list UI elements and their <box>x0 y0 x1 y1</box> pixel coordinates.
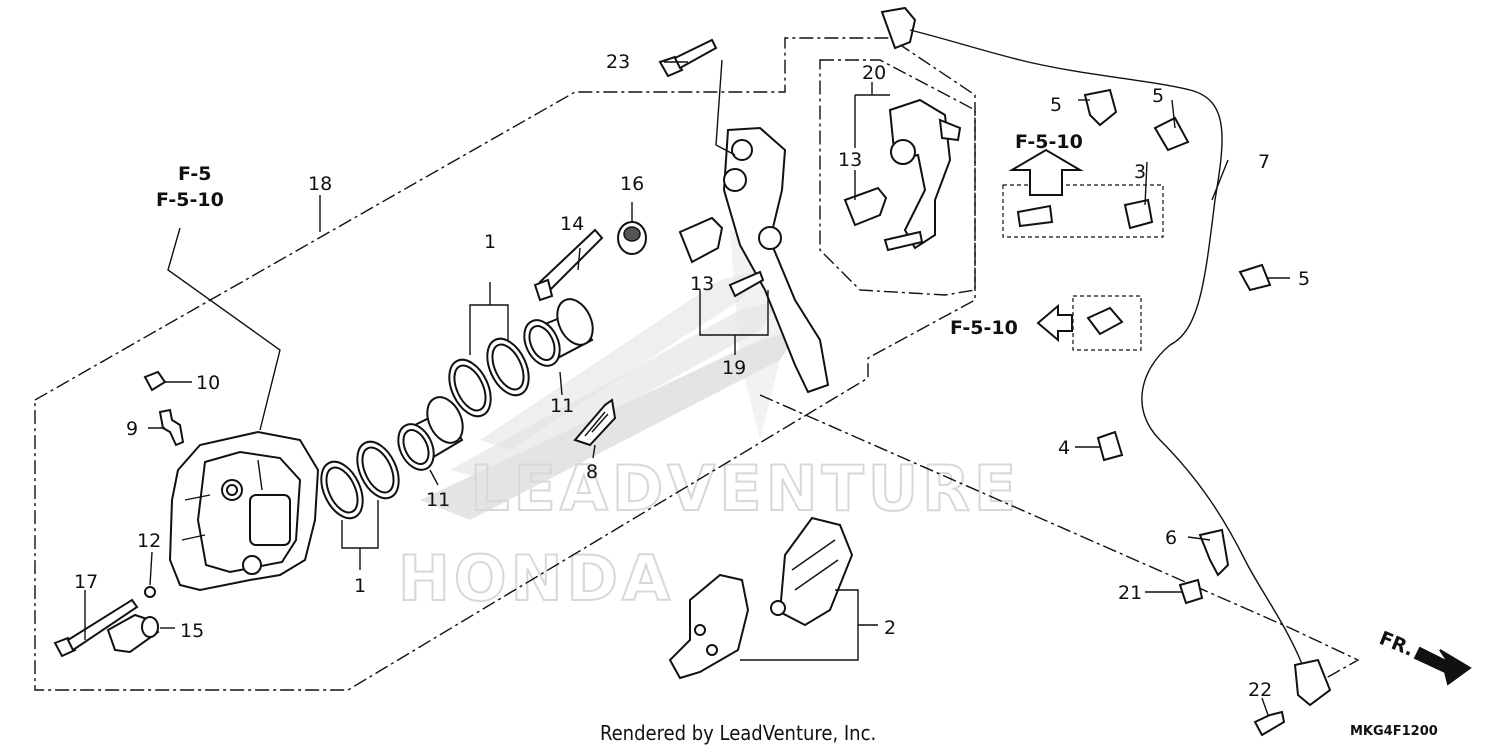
callout-5-left: 5 <box>1050 94 1062 116</box>
speed-sensor-wire <box>880 6 1332 707</box>
brake-pad-front <box>770 516 854 627</box>
mounting-bolt <box>658 38 718 78</box>
bracket-pad-retainer-clip <box>843 186 888 227</box>
inset-bolt-icon <box>1016 204 1054 228</box>
bracket-assembly-boundary <box>819 59 976 296</box>
piston-seal-rings-lower <box>320 440 400 520</box>
up-arrow-icon <box>1008 148 1084 196</box>
callout-21: 21 <box>1118 582 1142 604</box>
callout-19: 19 <box>722 357 746 379</box>
callout-numbers: 1 1 2 3 4 5 5 5 6 7 8 9 10 11 11 12 13 1… <box>74 51 1310 701</box>
callout-2: 2 <box>884 617 896 639</box>
callout-6: 6 <box>1165 527 1177 549</box>
callout-11-upper: 11 <box>550 395 574 417</box>
pin-plug <box>106 613 160 654</box>
callout-9: 9 <box>126 418 138 440</box>
callout-17: 17 <box>74 571 98 593</box>
sensor-bolt <box>1253 710 1286 737</box>
callout-15: 15 <box>180 620 204 642</box>
callout-5-right: 5 <box>1152 85 1164 107</box>
wire-clip-upper <box>1083 88 1118 127</box>
callout-13-right: 13 <box>838 149 862 171</box>
leader-lines <box>84 59 1290 716</box>
callout-16: 16 <box>620 173 644 195</box>
left-arrow-icon <box>1036 303 1073 343</box>
caliper-bracket-subassembly <box>883 98 962 252</box>
reference-label-f5-10-left: F-5-10 <box>156 189 224 211</box>
caliper-bracket <box>722 126 830 394</box>
callout-14: 14 <box>560 213 584 235</box>
callout-22: 22 <box>1248 679 1272 701</box>
brake-pad-rear <box>668 573 750 680</box>
callout-10: 10 <box>196 372 220 394</box>
diagram-code: MKG4F1200 <box>1350 724 1438 739</box>
stay-bolt <box>1178 578 1204 605</box>
pad-retainer-clip <box>678 216 724 264</box>
wire-stay <box>1198 528 1230 577</box>
sealing-washer <box>144 586 156 598</box>
caliper-body <box>168 430 320 592</box>
callout-3: 3 <box>1134 161 1146 183</box>
wire-clip-right <box>1153 116 1190 152</box>
callout-8: 8 <box>586 461 598 483</box>
inset-clip-icon <box>1086 306 1124 336</box>
pad-spring <box>573 398 617 447</box>
callout-7: 7 <box>1258 151 1270 173</box>
bleeder-screw <box>158 408 185 447</box>
reference-label-f5-10-top: F-5-10 <box>1015 131 1083 153</box>
reference-inset-upper <box>1002 184 1164 238</box>
callout-4: 4 <box>1058 437 1070 459</box>
callout-23: 23 <box>606 51 630 73</box>
slide-pin <box>533 228 604 302</box>
reference-label-f5: F-5 <box>178 163 212 185</box>
bleeder-cap <box>143 370 167 392</box>
pin-boot <box>617 221 647 255</box>
watermark-brand-text: HONDA <box>398 542 674 615</box>
caliper-piston-upper <box>523 298 594 367</box>
footer-credit: Rendered by LeadVenture, Inc. <box>600 721 876 745</box>
watermark: LEADVENTURE HONDA <box>397 230 1020 616</box>
wire-guide <box>1123 198 1154 230</box>
reference-label-f5-10-mid: F-5-10 <box>950 317 1018 339</box>
watermark-site-text: LEADVENTURE <box>470 452 1020 525</box>
grommet <box>1096 430 1124 462</box>
caliper-piston-lower <box>397 396 464 471</box>
callout-20: 20 <box>862 62 886 84</box>
callout-5-lower: 5 <box>1298 268 1310 290</box>
wire-clip-lower <box>1238 263 1272 292</box>
piston-seal-rings-upper <box>448 337 530 418</box>
callout-13-left: 13 <box>690 273 714 295</box>
reference-leader-left <box>167 227 281 431</box>
front-direction-arrow-icon <box>1413 646 1472 686</box>
front-arrow-line <box>759 394 1360 691</box>
callout-18: 18 <box>308 173 332 195</box>
callout-12: 12 <box>137 530 161 552</box>
callout-1-upper: 1 <box>484 231 496 253</box>
callout-11-lower: 11 <box>426 489 450 511</box>
callout-1-lower: 1 <box>354 575 366 597</box>
front-marker-label: FR. <box>1376 627 1417 661</box>
